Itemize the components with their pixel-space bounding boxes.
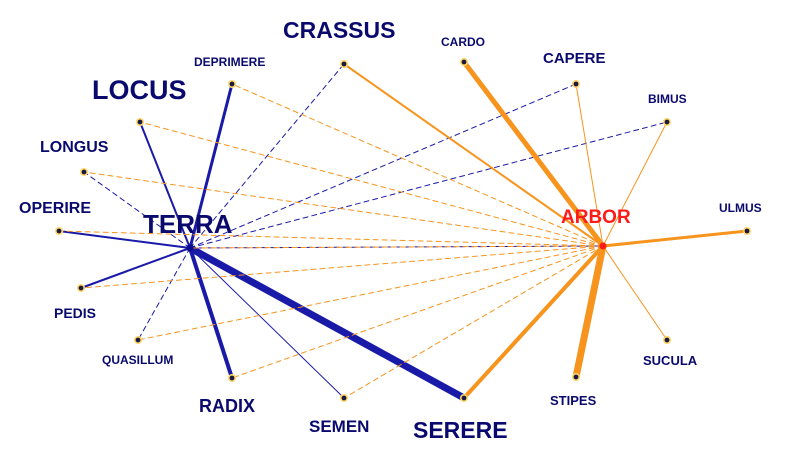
node-label-sucula: SUCULA xyxy=(643,353,698,368)
node-label-serere: SERERE xyxy=(413,417,508,443)
node-label-semen: SEMEN xyxy=(309,417,369,436)
nodes-layer xyxy=(55,58,751,402)
link-terra-longus xyxy=(83,171,191,249)
link-terra-radix xyxy=(188,246,234,380)
node-dot-bimus xyxy=(664,119,670,125)
node-label-locus: LOCUS xyxy=(92,75,187,105)
link-terra-capere xyxy=(189,83,577,249)
hub-dot-arbor xyxy=(599,242,607,250)
node-label-longus: LONGUS xyxy=(40,139,109,156)
link-arbor-longus xyxy=(83,171,604,247)
link-terra-locus xyxy=(139,121,191,249)
node-label-pedis: PEDIS xyxy=(54,305,96,321)
node-dot-pedis xyxy=(78,285,84,291)
node-label-deprimere: DEPRIMERE xyxy=(194,55,265,69)
node-label-radix: RADIX xyxy=(199,396,255,416)
hub-label-terra: TERRA xyxy=(143,209,233,239)
link-terra-semen xyxy=(189,247,345,399)
link-arbor-crassus xyxy=(343,63,604,247)
link-arbor-pedis xyxy=(80,245,604,289)
link-arbor-locus xyxy=(139,121,604,247)
node-label-capere: CAPERE xyxy=(543,50,606,67)
node-label-ulmus: ULMUS xyxy=(719,201,762,215)
link-arbor-sucula xyxy=(602,245,668,341)
links-layer xyxy=(58,59,749,402)
link-arbor-bimus xyxy=(602,121,668,247)
node-dot-serere xyxy=(461,395,467,401)
node-dot-stipes xyxy=(573,374,579,380)
link-arbor-quasillum xyxy=(137,245,604,341)
node-dot-cardo xyxy=(461,59,467,65)
link-terra-pedis xyxy=(80,247,191,289)
node-dot-semen xyxy=(341,395,347,401)
link-arbor-cardo xyxy=(461,59,606,249)
link-arbor-terra xyxy=(189,245,604,249)
link-arbor-operire xyxy=(58,230,604,247)
node-label-operire: OPERIRE xyxy=(19,200,91,217)
node-dot-ulmus xyxy=(744,228,750,234)
link-terra-serere xyxy=(186,244,468,402)
link-arbor-deprimere xyxy=(231,83,604,247)
node-dot-quasillum xyxy=(135,337,141,343)
node-label-quasillum: QUASILLUM xyxy=(102,353,173,367)
hub-label-arbor: ARBOR xyxy=(561,207,631,228)
link-arbor-serere xyxy=(462,244,605,400)
node-dot-capere xyxy=(573,81,579,87)
node-dot-deprimere xyxy=(229,81,235,87)
node-label-bimus: BIMUS xyxy=(648,92,687,106)
link-arbor-stipes xyxy=(572,242,607,381)
link-arbor-semen xyxy=(343,245,604,399)
link-arbor-ulmus xyxy=(601,229,749,248)
node-label-cardo: CARDO xyxy=(441,35,485,49)
node-label-crassus: CRASSUS xyxy=(283,17,395,43)
node-dot-crassus xyxy=(341,61,347,67)
link-arbor-capere xyxy=(575,83,604,247)
link-terra-operire xyxy=(58,230,191,249)
node-dot-operire xyxy=(56,228,62,234)
hub-dot-terra xyxy=(186,244,194,252)
node-dot-longus xyxy=(81,169,87,175)
node-label-stipes: STIPES xyxy=(550,393,597,408)
node-dot-sucula xyxy=(664,337,670,343)
link-terra-bimus xyxy=(189,121,668,249)
link-terra-quasillum xyxy=(137,247,191,341)
node-dot-locus xyxy=(137,119,143,125)
link-arbor-radix xyxy=(231,245,604,379)
node-dot-radix xyxy=(229,375,235,381)
link-terra-deprimere xyxy=(188,82,234,250)
link-terra-crassus xyxy=(189,63,345,249)
